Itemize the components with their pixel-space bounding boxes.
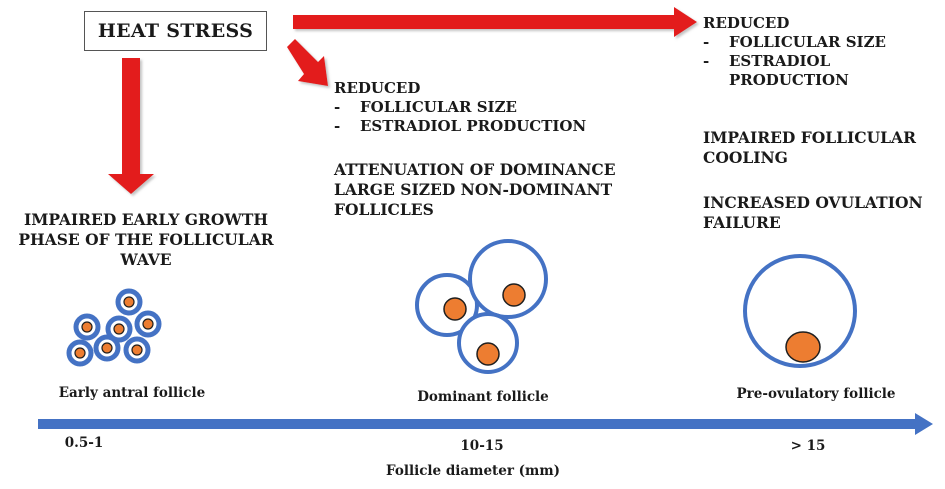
preovulatory-effect-ovulation: INCREASED OVULATION FAILURE <box>703 193 923 232</box>
heat-stress-label: HEAT STRESS <box>97 20 254 42</box>
early-effect-text: IMPAIRED EARLY GROWTH PHASE OF THE FOLLI… <box>0 210 292 270</box>
preovulatory-effect-cooling: IMPAIRED FOLLICULAR COOLING <box>703 128 916 167</box>
dominant-reduced-label: REDUCED <box>334 79 421 97</box>
arrow-to-dominant <box>287 39 328 86</box>
small-follicle <box>123 336 151 364</box>
early-antral-follicles <box>66 288 162 367</box>
dominant-follicle-label: Dominant follicle <box>417 389 549 405</box>
small-follicle <box>105 315 133 343</box>
early-antral-follicle-label: Early antral follicle <box>58 385 206 401</box>
dominant-effect-line: ATTENUATION OF DOMINANCE <box>334 160 616 179</box>
tick-label-dominant: 10-15 <box>460 438 504 454</box>
dominant-effect-line: FOLLICLES <box>334 200 434 219</box>
dominant-effect-line: LARGE SIZED NON-DOMINANT <box>334 180 613 199</box>
preovulatory-follicle-label: Pre-ovulatory follicle <box>736 386 896 402</box>
follicle-large <box>468 239 548 319</box>
early-effect-line: PHASE OF THE FOLLICULAR <box>18 230 274 249</box>
follicle-left <box>415 273 479 337</box>
small-follicle <box>66 339 94 367</box>
dominant-reduced-item: -ESTRADIOL PRODUCTION <box>334 117 587 135</box>
diameter-axis-arrow <box>38 413 933 435</box>
preovulatory-follicle <box>743 254 857 368</box>
small-follicle <box>115 288 143 316</box>
preovulatory-reduced-item: -ESTRADIOL <box>703 52 831 70</box>
follicle-bottom <box>457 312 519 374</box>
small-follicle <box>93 334 121 362</box>
small-follicle <box>73 313 101 341</box>
preovulatory-reduced-label: REDUCED <box>703 14 790 32</box>
dominant-reduced-item: -FOLLICULAR SIZE <box>334 98 517 116</box>
preovulatory-reduced-item: PRODUCTION <box>729 71 849 89</box>
dominant-follicles <box>415 239 548 374</box>
arrow-to-early <box>108 58 154 194</box>
preovulatory-reduced-item: -FOLLICULAR SIZE <box>703 33 886 51</box>
dominant-effect-block: ATTENUATION OF DOMINANCE LARGE SIZED NON… <box>334 160 616 220</box>
axis-title: Follicle diameter (mm) <box>385 463 561 479</box>
tick-label-preovulatory: > 15 <box>790 438 826 454</box>
dominant-reduced-block: REDUCED -FOLLICULAR SIZE -ESTRADIOL PROD… <box>334 79 586 136</box>
preovulatory-reduced-block: REDUCED -FOLLICULAR SIZE -ESTRADIOL PROD… <box>703 14 886 90</box>
early-effect-line: IMPAIRED EARLY GROWTH <box>23 210 269 229</box>
arrow-to-preovulatory <box>293 7 697 37</box>
early-effect-line: WAVE <box>120 250 172 269</box>
tick-label-early: 0.5-1 <box>64 435 104 451</box>
small-follicle <box>134 310 162 338</box>
heat-stress-box: HEAT STRESS <box>84 11 267 51</box>
